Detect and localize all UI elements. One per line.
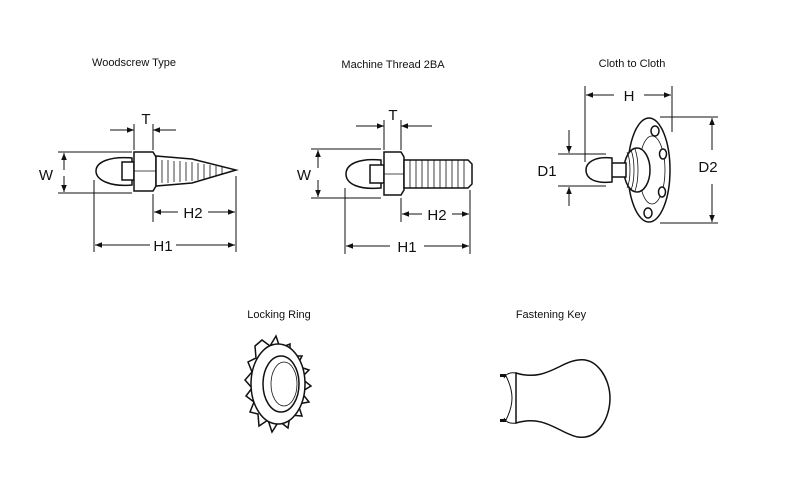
locking-ring-part xyxy=(244,334,313,434)
fastening-key-part xyxy=(500,359,611,438)
cloth-to-cloth-dim-h: H xyxy=(624,88,635,105)
woodscrew-dim-h2: H2 xyxy=(183,205,202,222)
woodscrew-part xyxy=(95,151,239,192)
machine-thread-dim-t: T xyxy=(388,107,397,124)
machine-thread-dim-h1: H1 xyxy=(397,239,416,256)
woodscrew-dim-h1: H1 xyxy=(153,238,172,255)
machine-thread-group: Machine Thread 2BA xyxy=(297,59,473,256)
fastening-key-title: Fastening Key xyxy=(516,309,587,321)
locking-ring-title: Locking Ring xyxy=(247,309,311,321)
fastening-key-group: Fastening Key xyxy=(500,309,611,438)
locking-ring-group: Locking Ring xyxy=(244,309,313,434)
machine-thread-part xyxy=(345,151,473,196)
machine-thread-title: Machine Thread 2BA xyxy=(341,59,445,71)
woodscrew-title: Woodscrew Type xyxy=(92,57,176,69)
woodscrew-group: Woodscrew Type xyxy=(39,57,239,255)
woodscrew-dim-t: T xyxy=(141,111,150,128)
cloth-to-cloth-dim-d1: D1 xyxy=(537,163,556,180)
machine-thread-dim-w: W xyxy=(297,167,312,184)
cloth-to-cloth-dim-d2: D2 xyxy=(698,159,717,176)
cloth-to-cloth-title: Cloth to Cloth xyxy=(599,58,666,70)
cloth-to-cloth-group: Cloth to Cloth H xyxy=(537,58,718,224)
woodscrew-dim-w: W xyxy=(39,167,54,184)
machine-thread-dim-h2: H2 xyxy=(427,207,446,224)
cloth-to-cloth-part xyxy=(585,117,671,223)
